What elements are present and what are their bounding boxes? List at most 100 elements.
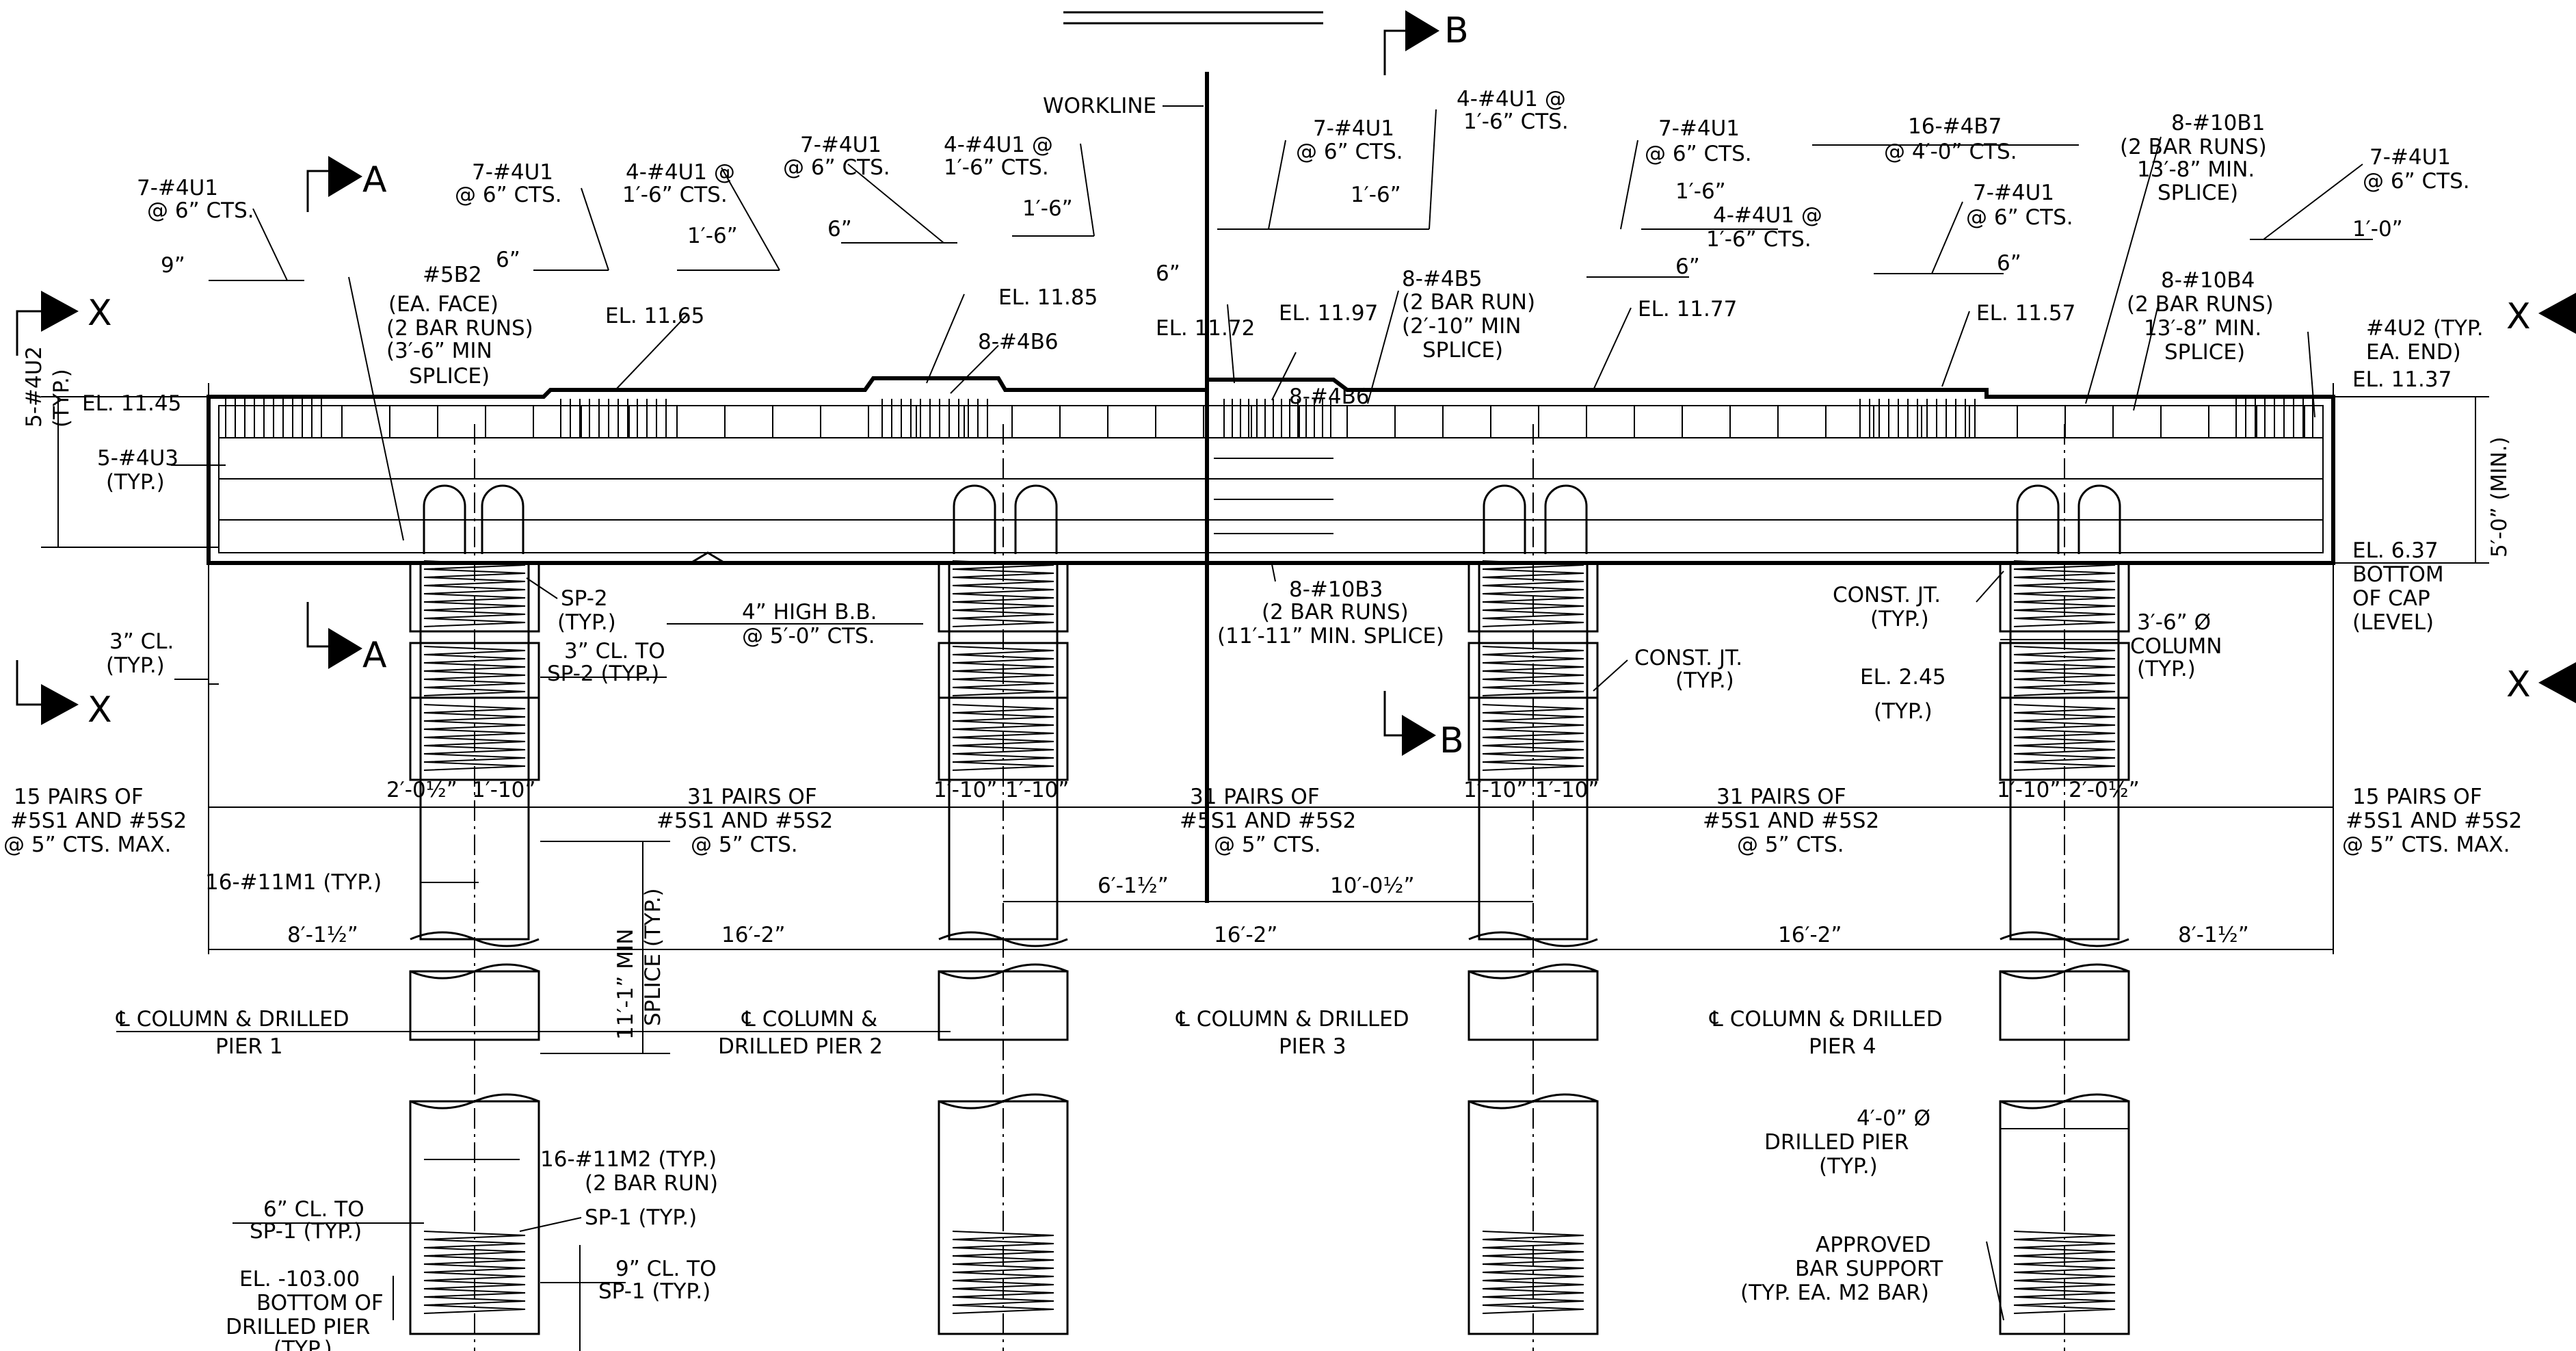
note-5b2-splice: SPLICE)	[409, 364, 490, 389]
note-4-4u1-b: 4-#4U1 @	[944, 133, 1053, 157]
note-8-10b3-runs: (2 BAR RUNS)	[1262, 600, 1409, 625]
section-cut-x-left-top: X	[16, 291, 112, 356]
note-8-10b3: 8-#10B3	[1289, 577, 1383, 602]
note-8-10b4-runs: (2 BAR RUNS)	[2127, 292, 2274, 317]
note-splice-min: 11′-1” MIN	[613, 929, 638, 1040]
section-label-x-right-bottom: X	[2506, 664, 2531, 705]
dim-1-6-a: 1′-6”	[687, 224, 738, 248]
note-8-10b4-splice: 13′-8” MIN.	[2144, 316, 2261, 341]
section-cut-x-right-bottom: X	[2506, 662, 2576, 705]
note-16-4b7: 16-#4B7	[1908, 114, 2002, 139]
section-label-x-left-top: X	[88, 293, 112, 334]
dim-1-0: 1′-0”	[2352, 217, 2403, 241]
note-pairs-d-bars: #5S1 AND #5S2	[1703, 809, 1879, 833]
elevation-2-45: EL. 2.45	[1860, 665, 1946, 690]
section-label-x-left-bottom: X	[88, 690, 112, 731]
dim-1-10-e: 1′-10”	[1535, 778, 1599, 802]
elevation-neg-103: EL. -103.00	[239, 1267, 360, 1291]
cap-stirrups	[225, 399, 2313, 438]
dim-1-10-c: 1′-10”	[1005, 778, 1069, 802]
section-cut-b-bottom: B	[1383, 691, 1464, 761]
bottom-of-cap-3: (LEVEL)	[2352, 610, 2434, 635]
note-4-4u1-c-spacing: 1′-6” CTS.	[1463, 109, 1569, 134]
elevation-6-37: EL. 6.37	[2352, 538, 2439, 563]
note-8-4b5-run: (2 BAR RUN)	[1402, 290, 1535, 315]
note-drilled-pier-dia: 4′-0” Ø	[1857, 1106, 1930, 1131]
pier-1-number: PIER 1	[215, 1034, 283, 1059]
note-8-4b5-min: (2′-10” MIN	[1402, 314, 1521, 339]
note-drilled-pier: DRILLED PIER	[1764, 1130, 1909, 1155]
note-7-4u1-d-spacing: @ 6” CTS.	[1296, 140, 1403, 164]
spiral-reinforcement	[423, 560, 2116, 1314]
note-pairs-c: 31 PAIRS OF	[1190, 785, 1320, 809]
elevation-2-45-typ: (TYP.)	[1874, 699, 1933, 724]
dim-9: 9”	[161, 253, 185, 278]
note-4u2-end: EA. END)	[2366, 340, 2461, 365]
title-underline	[1063, 11, 1323, 25]
note-7-4u1-f-spacing: @ 6” CTS.	[1966, 205, 2073, 230]
note-7-4u1-a-spacing: @ 6” CTS.	[147, 198, 254, 223]
note-8-10b1-splice-2: SPLICE)	[2157, 181, 2238, 205]
note-8-4b5-splice: SPLICE)	[1422, 338, 1503, 363]
note-pairs-c-spacing: @ 5” CTS.	[1214, 832, 1321, 857]
elevation-11-57: EL. 11.57	[1976, 301, 2075, 326]
pier-4-label: ℄ COLUMN & DRILLED	[1709, 1007, 1943, 1032]
dim-1-6-d: 1′-6”	[1675, 179, 1726, 204]
pier-3-label: ℄ COLUMN & DRILLED	[1176, 1007, 1409, 1032]
dim-6-a: 6”	[496, 248, 520, 272]
pier-1-label: ℄ COLUMN & DRILLED	[116, 1007, 349, 1032]
section-cut-x-right-top: X	[2506, 293, 2576, 337]
note-pairs-b-bars: #5S1 AND #5S2	[656, 809, 833, 833]
note-sp2: SP-2	[561, 586, 608, 611]
note-bar-support-each: (TYP. EA. M2 BAR)	[1740, 1281, 1929, 1305]
bottom-of-pier-1: BOTTOM OF	[256, 1291, 384, 1315]
note-8-10b3-splice: (11′-11” MIN. SPLICE)	[1217, 624, 1444, 648]
note-5-4u3: 5-#4U3	[97, 446, 178, 471]
pier-4-number: PIER 4	[1809, 1034, 1876, 1059]
note-4-4u1-c: 4-#4U1 @	[1457, 87, 1566, 112]
note-const-jt-b-typ: (TYP.)	[1675, 668, 1734, 693]
dim-6-c: 6”	[1156, 261, 1180, 286]
note-7-4u1-a: 7-#4U1	[137, 176, 218, 200]
note-4-4u1-d-spacing: 1′-6” CTS.	[1706, 227, 1811, 252]
note-3-cl-typ: (TYP.)	[106, 653, 165, 678]
workline-label: WORKLINE	[1043, 94, 1156, 118]
note-7-4u1-c-spacing: @ 6” CTS.	[783, 155, 890, 180]
note-pairs-e-bars: #5S1 AND #5S2	[2346, 809, 2522, 833]
note-7-4u1-g-spacing: @ 6” CTS.	[2363, 169, 2470, 194]
note-4u2: #4U2 (TYP.	[2366, 316, 2484, 341]
dim-8-1-half-b: 8′-1½”	[2178, 923, 2249, 947]
dim-1-6-c: 1′-6”	[1351, 183, 1401, 207]
dim-16-2-c: 16′-2”	[1778, 923, 1842, 947]
note-4-4u1-d: 4-#4U1 @	[1713, 203, 1822, 228]
dim-16-2-a: 16′-2”	[721, 923, 785, 947]
note-sp2-typ: (TYP.)	[557, 610, 616, 635]
elevation-11-77: EL. 11.77	[1638, 297, 1737, 322]
note-7-4u1-c: 7-#4U1	[800, 133, 881, 157]
dim-1-10-a: 1′-10”	[472, 778, 535, 802]
note-bar-support: 4” HIGH B.B.	[742, 600, 877, 625]
section-label-b-top: B	[1444, 10, 1469, 51]
dim-2-0-half-a: 2′-0½”	[386, 778, 457, 802]
pier-2-label: ℄ COLUMN &	[741, 1007, 877, 1032]
section-label-b-bottom: B	[1439, 720, 1464, 761]
bottom-of-cap-2: OF CAP	[2352, 586, 2430, 611]
note-5b2: #5B2	[423, 263, 482, 287]
section-cut-a-bottom: A	[306, 602, 387, 676]
note-pairs-d-spacing: @ 5” CTS.	[1737, 832, 1844, 857]
note-drilled-pier-typ: (TYP.)	[1819, 1154, 1878, 1179]
note-bar-support-spacing: @ 5′-0” CTS.	[742, 624, 875, 648]
elevation-11-97: EL. 11.97	[1279, 301, 1378, 326]
note-const-jt-b: CONST. JT.	[1634, 646, 1742, 670]
dim-1-10-f: 1′-10”	[1997, 778, 2060, 802]
dim-10-0-half: 10′-0½”	[1330, 874, 1415, 898]
note-const-jt-a: CONST. JT.	[1833, 583, 1941, 607]
note-pairs-a: 15 PAIRS OF	[14, 785, 144, 809]
dimension-lines	[41, 144, 2489, 1351]
note-pairs-c-bars: #5S1 AND #5S2	[1180, 809, 1356, 833]
note-5b2-min: (3′-6” MIN	[386, 339, 492, 363]
note-pairs-a-spacing: @ 5” CTS. MAX.	[3, 832, 172, 857]
dim-6-b: 6”	[827, 217, 852, 241]
section-label-a-bottom: A	[362, 635, 387, 676]
